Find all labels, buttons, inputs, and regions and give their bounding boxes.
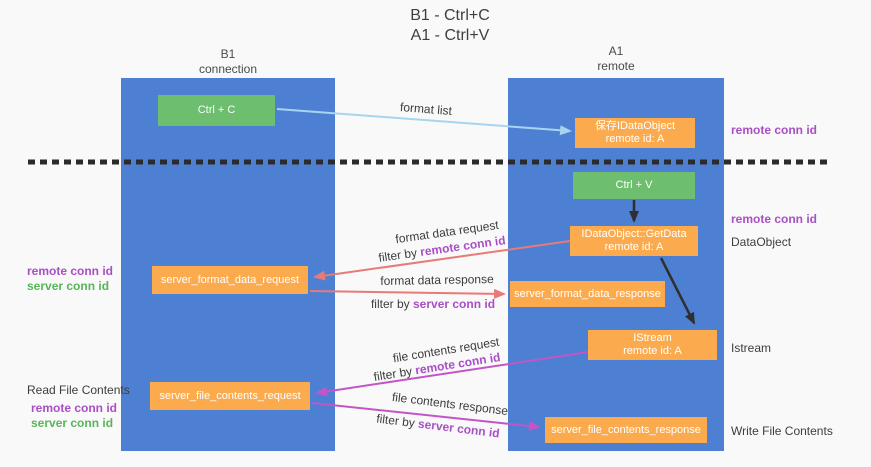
save-idataobject-line1: 保存IDataObject (594, 120, 676, 132)
format-data-response-filter-label: filter by server conn id (371, 297, 495, 311)
left-column-subtitle: connection (198, 62, 258, 76)
ctrl-v-label: Ctrl + V (615, 179, 653, 191)
right-column-name: A1 (608, 44, 624, 58)
istream-line2: remote id: A (623, 345, 682, 357)
title-line-2: A1 - Ctrl+V (410, 27, 490, 44)
format-data-response-label: format data response (380, 272, 494, 288)
right-remote-conn-id-label-2: remote conn id (731, 212, 818, 226)
istream-line1: IStream (633, 332, 672, 344)
write-file-contents-label: Write File Contents (731, 424, 833, 438)
left-column-name: B1 (220, 47, 236, 61)
idataobject-getdata-line1: IDataObject::GetData (581, 228, 687, 240)
filter-by-prefix: filter by (372, 364, 414, 384)
server-format-data-request-label: server_format_data_request (160, 273, 300, 286)
file-contents-response-filter-label: filter by server conn id (376, 411, 501, 440)
right-remote-conn-id-label-1: remote conn id (731, 123, 818, 137)
format-list-label: format list (399, 99, 453, 119)
server-file-contents-response-label: server_file_contents_response (551, 423, 701, 436)
save-idataobject-box: 保存IDataObject remote id: A (575, 118, 695, 148)
right-column-subtitle: remote (597, 59, 635, 73)
idataobject-getdata-box: IDataObject::GetData remote id: A (570, 226, 698, 256)
ctrl-c-label: Ctrl + C (197, 104, 236, 116)
left-remote-conn-id-label-2: remote conn id (31, 401, 118, 415)
left-server-conn-id-label-1: server conn id (27, 279, 110, 293)
title-line-1: B1 - Ctrl+C (410, 7, 490, 24)
left-server-conn-id-label-2: server conn id (31, 416, 114, 430)
istream-side-label: Istream (731, 341, 772, 355)
server-file-contents-request-box: server_file_contents_request (150, 382, 310, 410)
dataobject-label: DataObject (731, 235, 792, 249)
format-data-response-arrow (309, 288, 506, 299)
server-file-contents-request-label: server_file_contents_request (159, 389, 301, 402)
idataobject-getdata-line2: remote id: A (604, 241, 664, 253)
ctrl-c-box: Ctrl + C (158, 95, 275, 126)
filter-by-prefix: filter by (377, 245, 418, 265)
filter-key-server-conn-id: server conn id (413, 297, 496, 311)
server-format-data-request-box: server_format_data_request (152, 266, 308, 294)
server-format-data-response-label: server_format_data_response (514, 287, 661, 300)
ctrl-v-box: Ctrl + V (573, 172, 695, 199)
server-format-data-response-box: server_format_data_response (510, 281, 665, 307)
save-idataobject-line2: remote id: A (605, 133, 665, 145)
read-file-contents-label: Read File Contents (27, 383, 130, 397)
diagram-title: B1 - Ctrl+C A1 - Ctrl+V (410, 6, 490, 46)
filter-by-prefix: filter by (370, 297, 410, 311)
left-remote-conn-id-label-1: remote conn id (27, 264, 114, 278)
filter-key-server-conn-id: server conn id (417, 416, 501, 441)
right-column-header: A1 remote (508, 44, 724, 74)
file-contents-response-label: file contents response (391, 389, 509, 419)
server-file-contents-response-box: server_file_contents_response (545, 417, 707, 443)
filter-by-prefix: filter by (375, 411, 416, 431)
left-column-header: B1 connection (121, 47, 335, 77)
istream-box: IStream remote id: A (588, 330, 717, 360)
